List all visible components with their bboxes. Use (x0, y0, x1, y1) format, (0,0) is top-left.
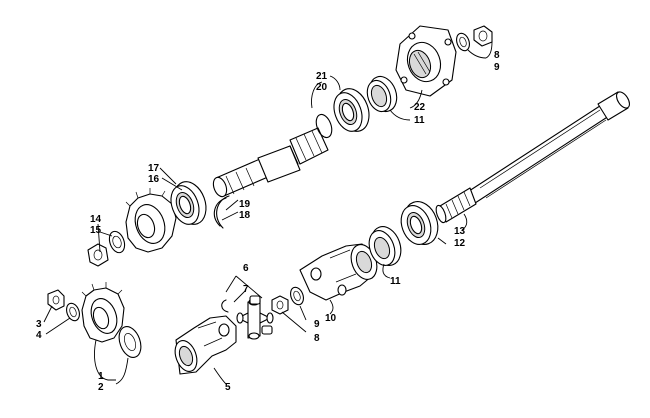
callout-labels: 1 2 3 4 5 6 7 9 8 10 11 12 13 14 15 16 1… (36, 50, 500, 393)
bearing-upper (333, 88, 370, 132)
callout-8-lower: 8 (314, 333, 320, 344)
callout-15: 15 (90, 225, 102, 236)
drive-shaft (435, 91, 631, 224)
washer-14 (108, 230, 126, 254)
callout-11-upper: 11 (414, 115, 425, 126)
nut-14 (87, 243, 109, 267)
callout-7: 7 (243, 284, 249, 295)
pinion-gear (81, 282, 125, 343)
callout-5: 5 (225, 382, 231, 393)
nut-lower (271, 295, 289, 315)
flange-hub (395, 25, 457, 97)
callout-2: 2 (98, 382, 104, 393)
bearing-gear (170, 181, 207, 225)
callout-4: 4 (36, 330, 42, 341)
callout-16: 16 (148, 174, 160, 185)
washer-lower (290, 286, 304, 306)
washer-3 (66, 302, 80, 322)
callout-3: 3 (36, 319, 42, 330)
output-shaft (212, 127, 329, 198)
callout-12: 12 (454, 238, 466, 249)
callout-10: 10 (325, 313, 337, 324)
nut-top (473, 25, 493, 47)
snap-ring (315, 113, 333, 139)
callout-20: 20 (316, 82, 328, 93)
leader-lines (43, 41, 493, 385)
shim-2 (118, 326, 142, 358)
callout-17: 17 (148, 163, 160, 174)
yoke-upper (299, 243, 378, 301)
callout-21: 21 (316, 71, 328, 82)
callout-11-lower: 11 (390, 276, 401, 287)
yoke-lower (174, 315, 237, 375)
bevel-gear (125, 188, 178, 253)
callout-6: 6 (243, 263, 249, 274)
callout-18: 18 (239, 210, 251, 221)
callout-14: 14 (90, 214, 102, 225)
callout-13: 13 (454, 226, 466, 237)
seal-lower (368, 226, 402, 266)
clip-7 (221, 299, 229, 313)
washer-top (456, 32, 470, 52)
seal-upper (366, 75, 398, 113)
callout-9-lower: 9 (314, 319, 320, 330)
callout-19: 19 (239, 199, 251, 210)
callout-22: 22 (414, 102, 426, 113)
callout-9-upper: 9 (494, 62, 500, 73)
nut-3 (47, 289, 65, 311)
bearing-cap-6 (249, 295, 273, 335)
callout-1: 1 (98, 371, 104, 382)
callout-8-upper: 8 (494, 50, 500, 61)
bearing-lower (400, 201, 439, 245)
